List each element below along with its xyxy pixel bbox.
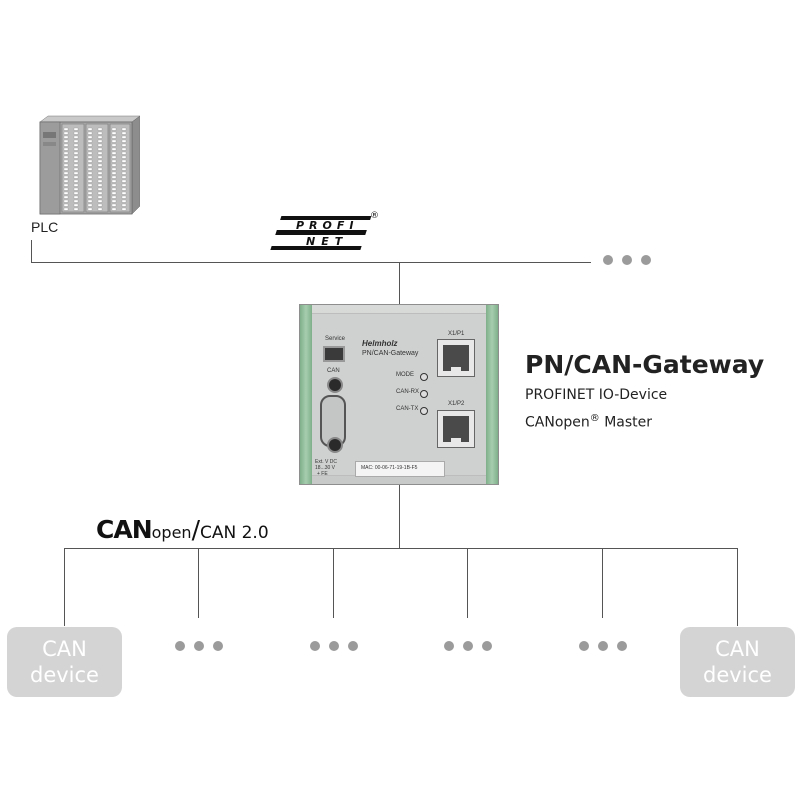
gateway-role-canopen: CANopen® Master <box>525 413 652 431</box>
can-continuation-dots-3 <box>444 641 492 651</box>
plc-label: PLC <box>31 219 59 235</box>
led-rx-icon <box>420 390 428 398</box>
can-continuation-dots-2 <box>310 641 358 651</box>
can-version-label: CAN 2.0 <box>200 523 269 543</box>
profinet-top-text: PROFI <box>296 219 359 232</box>
can-drop-2 <box>198 548 199 618</box>
led-tx-icon <box>420 407 428 415</box>
mac-label-box: MAC: 00-06-71-19-1B-F5 <box>355 461 445 477</box>
canopen-registered: ® <box>589 413 600 424</box>
plc-drop-line <box>31 240 32 262</box>
canopen-text: CANopen <box>525 414 590 431</box>
led-tx-label: CAN-TX <box>396 406 419 412</box>
can-device-right-line1: CAN <box>715 637 760 661</box>
can-drop-1 <box>64 548 65 626</box>
brand-label: Helmholz <box>362 339 398 348</box>
ethernet-port-1-icon <box>437 339 475 377</box>
can-port-label: CAN <box>327 368 340 374</box>
din-rail-clip-right <box>486 305 498 484</box>
led-rx-label: CAN-RX <box>396 389 420 395</box>
usb-port-icon <box>323 346 345 362</box>
led-mode-icon <box>420 373 428 381</box>
can-device-right: CAN device <box>680 627 795 697</box>
can-continuation-dots-4 <box>579 641 627 651</box>
din-rail-clip-left <box>300 305 312 484</box>
port2-label: X1/P2 <box>448 401 465 407</box>
can-drop-4 <box>467 548 468 618</box>
led-mode-label: MODE <box>396 372 414 378</box>
can-drop-6 <box>737 548 738 626</box>
profinet-bus-line <box>31 262 591 263</box>
can-continuation-dots-1 <box>175 641 223 651</box>
gateway-title: PN/CAN-Gateway <box>525 350 765 379</box>
can-bus-line <box>64 548 738 549</box>
mac-label: MAC: 00-06-71-19-1B-F5 <box>361 465 418 471</box>
gateway-role-profinet: PROFINET IO-Device <box>525 387 668 403</box>
can-drop-3 <box>333 548 334 618</box>
can-device-left-line1: CAN <box>42 637 87 661</box>
can-device-left: CAN device <box>7 627 122 697</box>
profinet-logo: PROFI NET ® <box>270 211 379 250</box>
can-device-left-line2: device <box>30 663 99 687</box>
canopen-logo: CANopen/CAN 2.0 <box>96 515 269 544</box>
profinet-continuation-dots <box>603 255 651 265</box>
service-label: Service <box>325 336 346 342</box>
profinet-bottom-text: NET <box>306 235 348 248</box>
canopen-logo-slash: / <box>191 515 200 544</box>
port1-label: X1/P1 <box>448 331 465 337</box>
can-drop-5 <box>602 548 603 618</box>
gateway-device: Service Helmholz PN/CAN-Gateway CAN MODE… <box>299 304 499 485</box>
power-label-3: + FE <box>317 471 328 477</box>
model-label: PN/CAN-Gateway <box>362 350 419 357</box>
ethernet-port-2-icon <box>437 410 475 448</box>
can-device-right-line2: device <box>703 663 772 687</box>
power-label-2: 18...30 V <box>315 465 336 471</box>
gateway-drop-line <box>399 262 400 304</box>
gateway-can-drop-line <box>399 485 400 548</box>
screw-bottom-icon <box>327 437 343 453</box>
canopen-logo-can: CAN <box>96 515 153 544</box>
plc-icon <box>39 115 140 215</box>
master-text: Master <box>599 414 653 431</box>
screw-top-icon <box>327 377 343 393</box>
power-label-1: Ext. V DC <box>315 459 337 465</box>
profinet-registered: ® <box>370 211 379 221</box>
canopen-logo-open: open <box>151 523 192 542</box>
